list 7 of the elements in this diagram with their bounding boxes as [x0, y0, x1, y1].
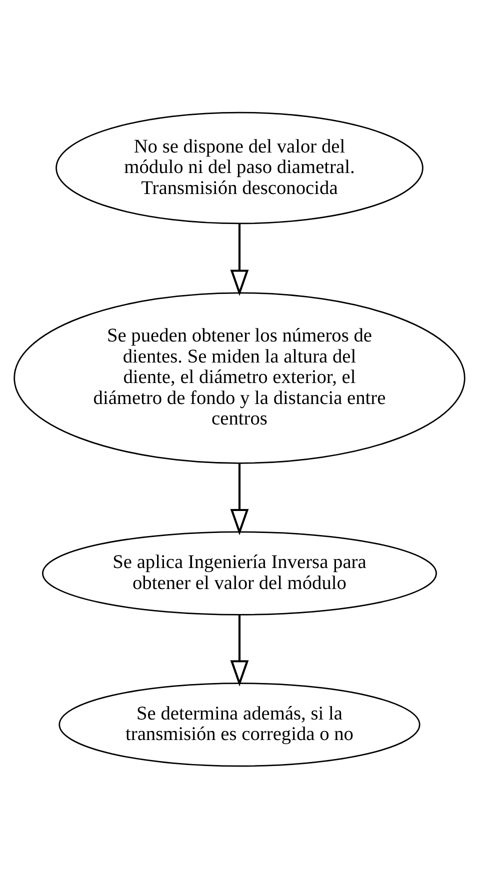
node-ellipse: Se aplica Ingeniería Inversa para obtener el valor del módulo — [42, 530, 436, 615]
node-ellipse: Se pueden obtener los números de dientes. Se miden la altura del diente, el diámetro exterior, el diámetro de fondo y la distancia entre centros — [13, 292, 465, 464]
node-ellipse: No se dispone del valor del módulo ni del paso diametral. Transmisión desconocida — [55, 111, 423, 224]
arrow — [230, 223, 248, 296]
node-ellipse: Se determina además, si la transmisión es corregida o no — [58, 682, 420, 766]
arrow — [230, 614, 248, 686]
arrow — [230, 462, 248, 535]
